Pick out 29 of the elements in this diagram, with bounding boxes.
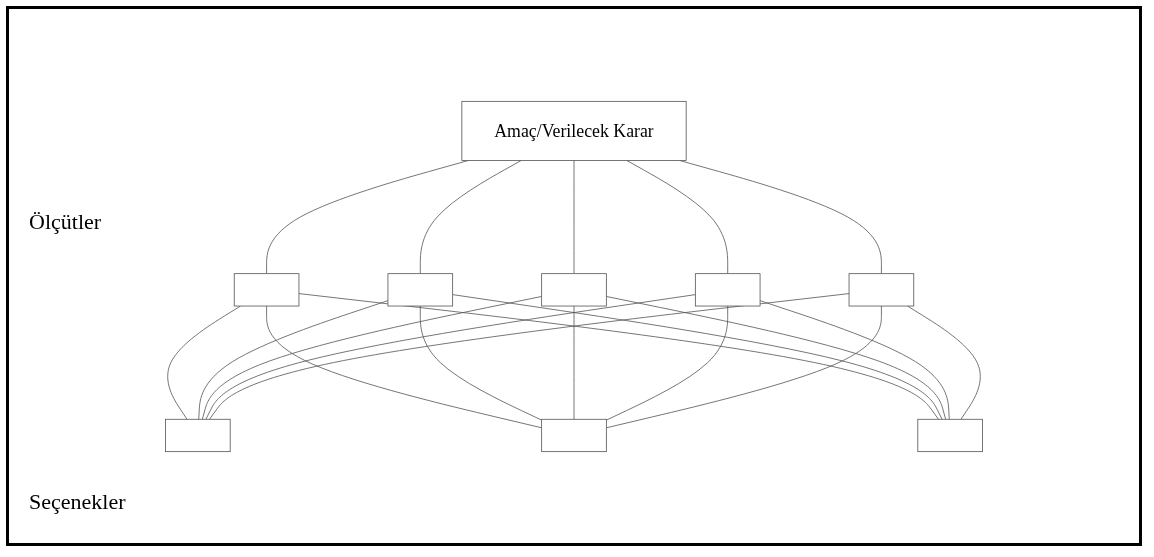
node-box bbox=[387, 273, 454, 307]
connector bbox=[605, 296, 947, 420]
connector bbox=[419, 305, 543, 421]
connector bbox=[573, 305, 575, 420]
group-label: Ölçütler bbox=[29, 209, 102, 235]
node-box bbox=[917, 418, 983, 453]
connector bbox=[167, 305, 241, 420]
connector bbox=[198, 300, 389, 420]
node-box bbox=[541, 418, 607, 453]
connector bbox=[298, 293, 939, 420]
connector bbox=[605, 305, 882, 429]
node-box bbox=[233, 273, 300, 307]
group-label: Seçenekler bbox=[29, 489, 126, 515]
connector bbox=[201, 296, 543, 420]
connector bbox=[573, 160, 575, 275]
node-box: Amaç/Verilecek Karar bbox=[461, 100, 687, 161]
connector bbox=[452, 294, 943, 420]
connector bbox=[626, 160, 729, 275]
node-box bbox=[541, 273, 607, 307]
connector bbox=[907, 305, 981, 420]
node-box bbox=[165, 418, 231, 453]
connector bbox=[419, 160, 522, 275]
connector bbox=[759, 300, 950, 420]
node-box bbox=[848, 273, 915, 307]
connector bbox=[209, 293, 850, 420]
connector bbox=[605, 305, 729, 421]
connector bbox=[266, 305, 543, 429]
node-box bbox=[694, 273, 761, 307]
connector bbox=[205, 294, 696, 420]
